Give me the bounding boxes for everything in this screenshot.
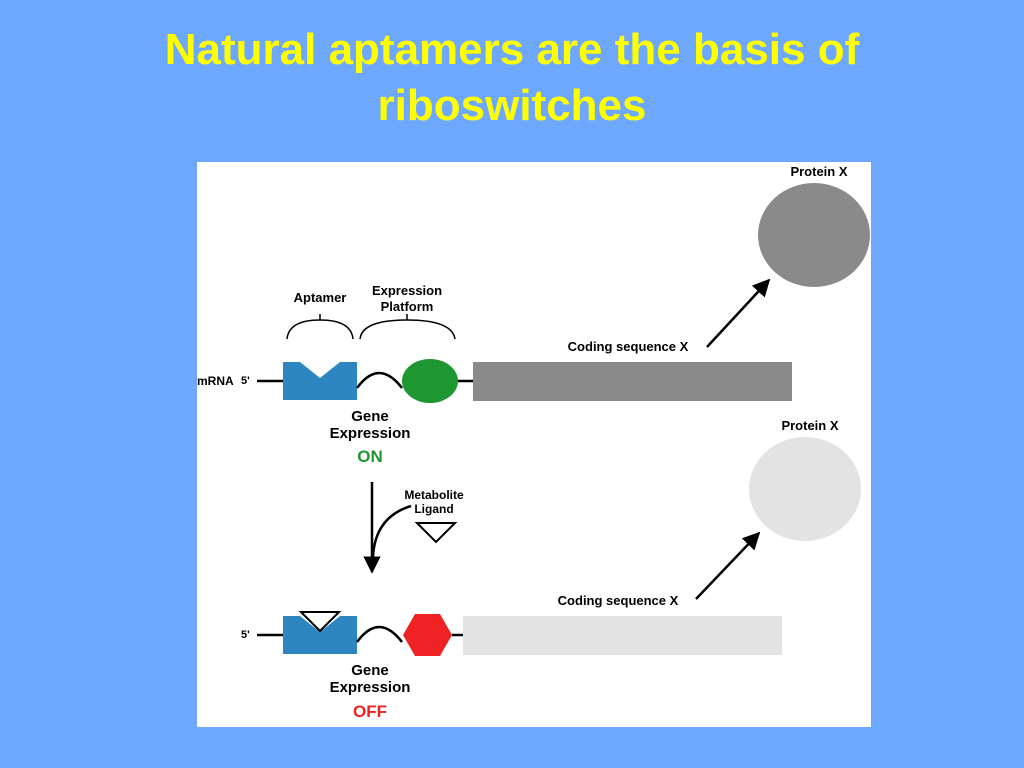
coding-label-top: Coding sequence X xyxy=(568,339,689,354)
coding-label-bottom: Coding sequence X xyxy=(558,593,679,608)
ligand-curve xyxy=(371,504,412,558)
metabolite-ligand-triangle xyxy=(414,522,458,544)
bound-ligand-triangle xyxy=(298,611,342,633)
coding-sequence-on xyxy=(473,362,792,401)
expression-state-off: OFF xyxy=(353,702,387,721)
expression-state-on: ON xyxy=(357,447,383,466)
five-prime-label-bottom: 5' xyxy=(241,629,250,641)
translation-arrow-bottom xyxy=(695,531,761,600)
ligand-label-line2: Ligand xyxy=(414,502,453,516)
off-state-construct: 5' Coding sequence X Protein X Gene Expr… xyxy=(241,418,861,721)
protein-x-on xyxy=(758,183,870,287)
mrna-label: mRNA xyxy=(197,374,234,388)
ligand-label-line1: Metabolite xyxy=(404,488,464,502)
aptamer-bracket xyxy=(286,319,354,340)
riboswitch-figure: Aptamer Expression Platform mRNA 5' Codi… xyxy=(197,162,871,727)
linker-loop-top xyxy=(355,371,403,389)
translation-arrow-top xyxy=(706,278,771,348)
expression-platform-off xyxy=(403,614,452,656)
ligand-binding-step: Metabolite Ligand xyxy=(363,482,464,574)
platform-bracket xyxy=(359,319,456,340)
aptamer-shape-off xyxy=(283,616,357,654)
protein-label-top: Protein X xyxy=(790,164,847,179)
five-prime-label-top: 5' xyxy=(241,375,250,387)
aptamer-shape-on xyxy=(283,362,357,400)
protein-label-bottom: Protein X xyxy=(781,418,838,433)
on-state-construct: Aptamer Expression Platform mRNA 5' Codi… xyxy=(197,164,870,466)
gene-expression-line1-top: Gene xyxy=(351,408,389,425)
gene-expression-line1-bottom: Gene xyxy=(351,662,389,679)
platform-label-line2: Platform xyxy=(381,299,434,314)
gene-expression-line2-bottom: Expression xyxy=(330,679,411,696)
title-line-2: riboswitches xyxy=(377,81,647,130)
riboswitch-diagram: Aptamer Expression Platform mRNA 5' Codi… xyxy=(197,164,870,721)
slide-title: Natural aptamers are the basis of ribosw… xyxy=(0,22,1024,134)
linker-loop-bottom xyxy=(355,625,403,643)
expression-platform-on xyxy=(402,359,458,403)
protein-x-off xyxy=(749,437,861,541)
aptamer-label: Aptamer xyxy=(294,290,347,305)
platform-label-line1: Expression xyxy=(372,283,442,298)
coding-sequence-off xyxy=(463,616,782,655)
gene-expression-line2-top: Expression xyxy=(330,425,411,442)
title-line-1: Natural aptamers are the basis of xyxy=(164,25,860,74)
